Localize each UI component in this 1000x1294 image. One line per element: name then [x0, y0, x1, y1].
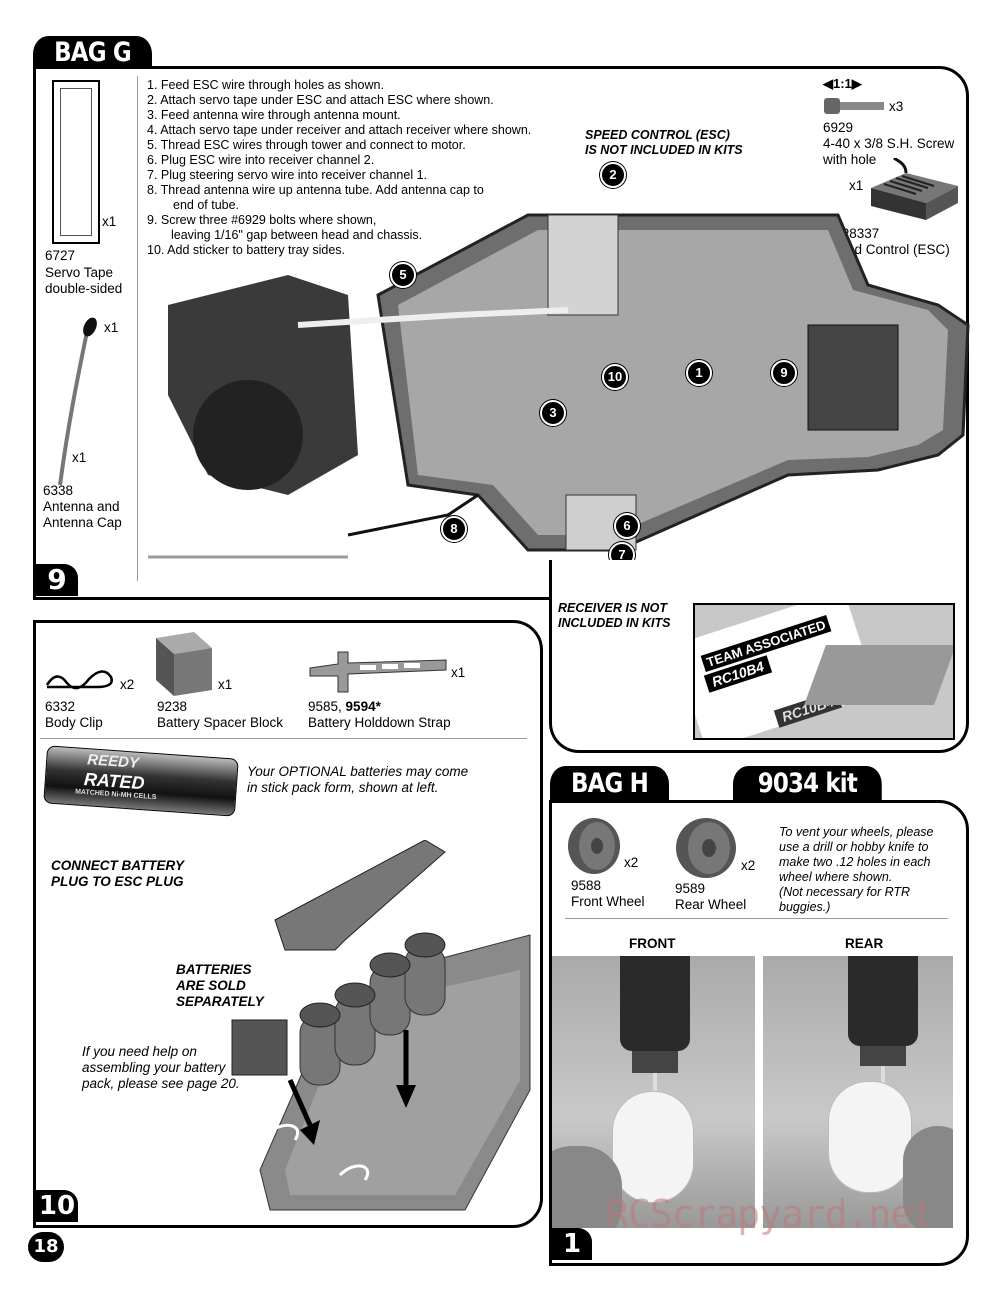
step-10-badge: 10	[36, 1190, 78, 1222]
instruction-1: 1. Feed ESC wire through holes as shown.	[147, 78, 384, 92]
screw-name1: 4-40 x 3/8 S.H. Screw	[823, 136, 955, 151]
instruction-8-cont: end of tube.	[173, 198, 240, 212]
kit-9034-tab: 9034 kit	[733, 766, 882, 802]
holddown-strap-image	[309, 651, 447, 693]
spacer-qty: x1	[218, 677, 233, 692]
receiver-note: RECEIVER IS NOT INCLUDED IN KITS	[558, 601, 671, 630]
front-label: FRONT	[629, 936, 676, 951]
rear-wheel-name: Rear Wheel	[675, 897, 747, 912]
servo-tape-name1: Servo Tape	[45, 265, 114, 280]
body-clip-num: 6332	[45, 699, 76, 714]
antenna-qty1: x1	[104, 320, 119, 335]
instruction-10: 10. Add sticker to battery tray sides.	[147, 243, 346, 257]
front-wheel-name: Front Wheel	[571, 894, 645, 909]
instruction-2: 2. Attach servo tape under ESC and attac…	[147, 93, 494, 107]
rear-wheel-image	[676, 818, 736, 878]
antenna-image	[58, 317, 97, 486]
servo-tape-num: 6727	[45, 248, 76, 263]
bag-g-tab: BAG G	[33, 36, 152, 70]
esc-image	[871, 158, 958, 220]
screw-name2: with hole	[823, 152, 877, 167]
callout-1: 1	[686, 360, 712, 386]
instruction-4: 4. Attach servo tape under receiver and …	[147, 123, 532, 137]
callout-8: 8	[441, 516, 467, 542]
strap-qty: x1	[451, 665, 466, 680]
body-clip-qty: x2	[120, 677, 135, 692]
servo-tape-qty: x1	[102, 214, 117, 229]
instruction-7: 7. Plug steering servo wire into receive…	[147, 168, 428, 182]
front-wheel-qty: x2	[624, 855, 639, 870]
screw-image	[824, 98, 884, 114]
body-clip-name: Body Clip	[45, 715, 103, 730]
spacer-num: 9238	[157, 699, 188, 714]
battery-help-note: If you need help on assembling your batt…	[82, 1044, 240, 1091]
rear-wheel-qty: x2	[741, 858, 756, 873]
battery-label-reedy: REEDY	[86, 751, 140, 772]
strap-name: Battery Holddown Strap	[308, 715, 451, 730]
page-number: 18	[28, 1232, 64, 1262]
esc-qty: x1	[849, 178, 864, 193]
body-clip-image	[45, 670, 113, 690]
parts-separator	[40, 738, 527, 739]
front-wheel-num: 9588	[571, 878, 602, 893]
chassis-photo	[148, 213, 970, 559]
instruction-5: 5. Thread ESC wires through tower and co…	[147, 138, 466, 152]
bag-h-tab: BAG H	[550, 766, 669, 802]
servo-tape-name2: double-sided	[45, 281, 123, 296]
antenna-name1: Antenna and	[43, 499, 120, 514]
esc-note: SPEED CONTROL (ESC) IS NOT INCLUDED IN K…	[585, 128, 743, 157]
instruction-9: 9. Screw three #6929 bolts where shown,	[147, 213, 377, 227]
antenna-qty2: x1	[72, 450, 87, 465]
screw-qty: x3	[889, 99, 904, 114]
batteries-sold-note: BATTERIES ARE SOLD SEPARATELY	[176, 962, 264, 1009]
screw-num: 6929	[823, 120, 854, 135]
callout-10: 10	[602, 364, 628, 390]
parts-divider	[137, 76, 138, 581]
callout-5: 5	[390, 262, 416, 288]
rear-label: REAR	[845, 936, 884, 951]
instruction-9-cont: leaving 1/16" gap between head and chass…	[171, 228, 423, 242]
step-1-badge: 1	[552, 1228, 592, 1260]
rear-wheel-num: 9589	[675, 881, 706, 896]
spacer-block-image	[156, 632, 212, 696]
sticker-photo: TEAM ASSOCIATED RC10B4 RC10B4	[693, 603, 955, 740]
step-9-badge: 9	[36, 564, 78, 596]
strap-num: 9585, 9594*	[308, 699, 381, 714]
battery-install-illustration	[231, 840, 531, 1211]
callout-9: 9	[771, 360, 797, 386]
front-wheel-image	[568, 818, 620, 874]
instruction-8: 8. Thread antenna wire up antenna tube. …	[147, 183, 484, 197]
battery-label-cells: MATCHED Ni-MH CELLS	[74, 788, 157, 802]
callout-2: 2	[600, 162, 626, 188]
vent-wheels-note: To vent your wheels, please use a drill …	[779, 825, 934, 914]
scale-indicator: ◀1:1▶	[823, 76, 862, 91]
instruction-3: 3. Feed antenna wire through antenna mou…	[147, 108, 401, 122]
servo-tape-image	[52, 80, 100, 244]
instructions-list: 1. Feed ESC wire through holes as shown.…	[147, 78, 531, 258]
front-drill-photo	[552, 956, 755, 1228]
rear-drill-photo	[763, 956, 953, 1228]
callout-3: 3	[540, 400, 566, 426]
callout-6: 6	[614, 513, 640, 539]
antenna-name2: Antenna Cap	[43, 515, 122, 530]
instruction-6: 6. Plug ESC wire into receiver channel 2…	[147, 153, 375, 167]
watermark: RCScrapyard.net	[606, 1192, 935, 1236]
optional-battery-note: Your OPTIONAL batteries may come in stic…	[247, 764, 469, 795]
antenna-num: 6338	[43, 483, 74, 498]
connect-battery-note: CONNECT BATTERY PLUG TO ESC PLUG	[51, 858, 185, 889]
wheels-separator	[565, 918, 948, 919]
spacer-name: Battery Spacer Block	[157, 715, 284, 730]
